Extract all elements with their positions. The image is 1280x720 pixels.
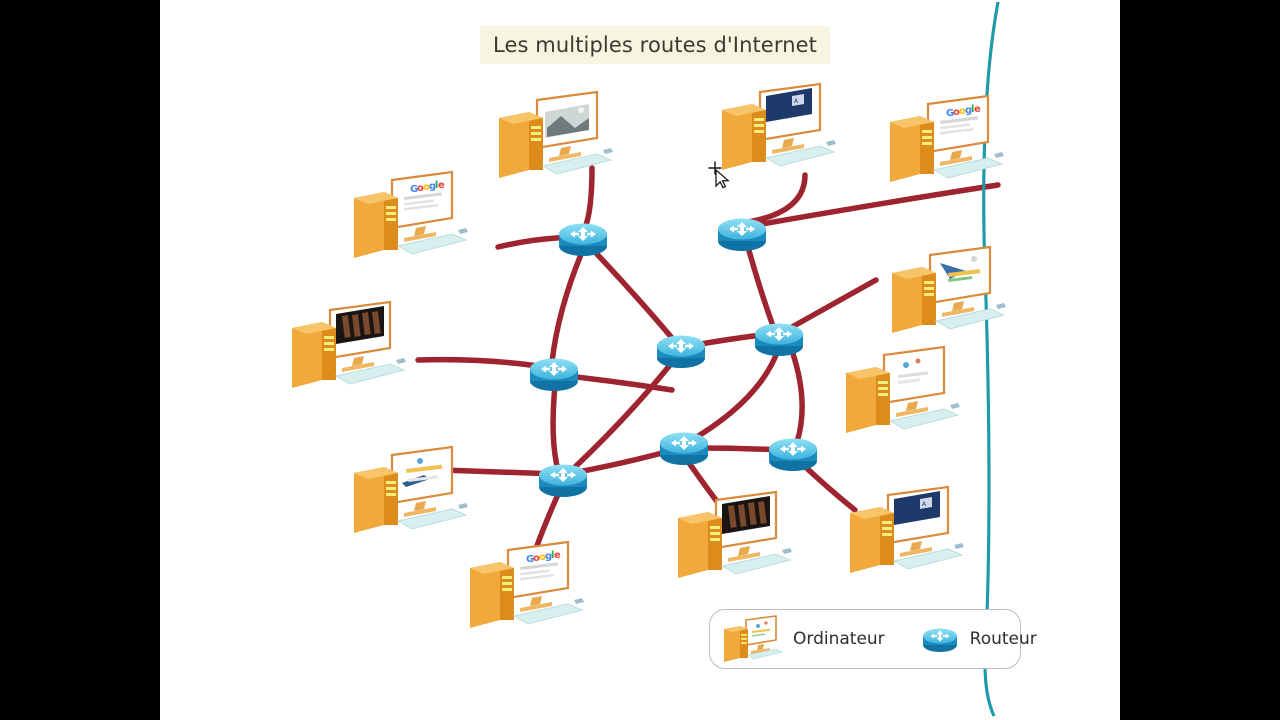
page-title-text: Les multiples routes d'Internet [493, 33, 817, 57]
svg-text:G: G [410, 184, 418, 195]
legend-item-ordinateur: Ordinateur [710, 614, 885, 664]
svg-text:e: e [554, 550, 561, 561]
svg-text:e: e [438, 180, 445, 191]
computer-node-pc5[interactable] [278, 300, 410, 400]
svg-text:e: e [974, 104, 981, 115]
computer-node-pc3[interactable]: A [708, 82, 840, 182]
svg-text:g: g [429, 181, 436, 192]
svg-text:o: o [423, 182, 430, 193]
router-icon [919, 622, 961, 656]
computer-node-pc7[interactable] [832, 345, 964, 445]
svg-text:G: G [946, 108, 954, 119]
svg-text:o: o [953, 107, 960, 118]
router-node-r7[interactable] [764, 429, 822, 475]
letterbox-left [0, 0, 160, 720]
svg-text:o: o [417, 183, 424, 194]
legend-label-routeur: Routeur [969, 629, 1037, 649]
link-r5-r6 [565, 373, 675, 393]
computer-node-pc9[interactable]: G o o g l e [456, 540, 588, 640]
computer-node-pc1[interactable]: G o o g l e [340, 170, 472, 270]
tower [354, 192, 398, 258]
computer-node-pc11[interactable]: A [836, 485, 968, 585]
router-node-r2[interactable] [713, 209, 771, 255]
computer-node-pc8[interactable] [340, 445, 472, 545]
router-node-r4[interactable] [750, 314, 808, 360]
router-node-r1[interactable] [554, 214, 612, 260]
svg-text:l: l [435, 180, 438, 191]
legend-label-ordinateur: Ordinateur [793, 629, 885, 649]
diagram-canvas: Les multiples routes d'Internet [160, 0, 1120, 720]
page-title: Les multiples routes d'Internet [480, 26, 830, 64]
legend-item-routeur: Routeur [885, 622, 1037, 656]
svg-text:l: l [971, 104, 974, 115]
computer-node-pc4[interactable]: G o o g l e [876, 94, 1008, 194]
router-node-r6[interactable] [655, 423, 713, 469]
computer-node-pc10[interactable] [664, 490, 796, 590]
router-node-r5[interactable] [525, 349, 583, 395]
svg-text:o: o [959, 106, 966, 117]
router-node-r8[interactable] [534, 455, 592, 501]
link-r1-r5 [549, 249, 585, 365]
svg-text:A: A [922, 501, 927, 508]
letterbox-right [1120, 0, 1280, 720]
computer-icon [718, 614, 784, 664]
legend-box: Ordinateur R [709, 609, 1037, 669]
router-node-r3[interactable] [652, 326, 710, 372]
computer-node-pc6[interactable] [878, 245, 1010, 345]
monitor: G o o g l e [390, 170, 454, 242]
svg-text:A: A [794, 98, 799, 105]
computer-node-pc2[interactable] [485, 90, 617, 190]
svg-text:g: g [965, 105, 972, 116]
keyboard [396, 228, 468, 255]
